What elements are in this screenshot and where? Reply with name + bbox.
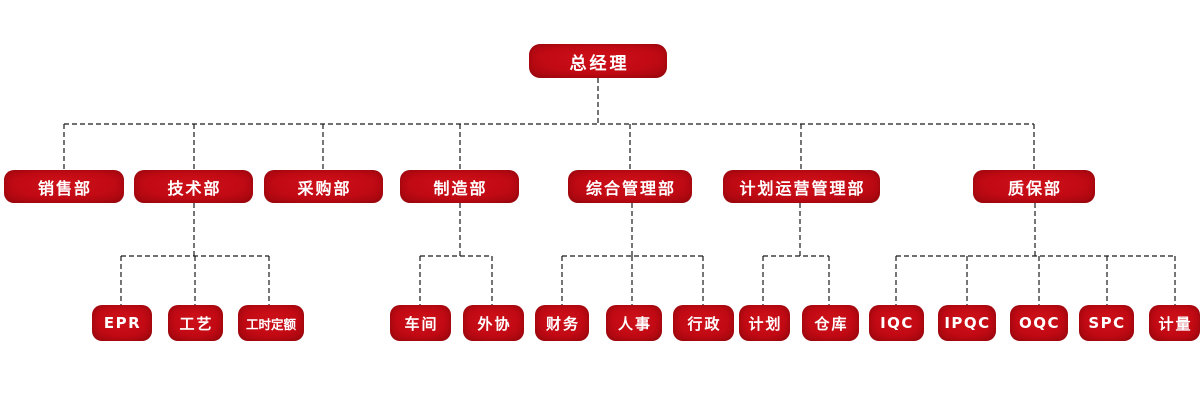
node-dept-tech: 技术部 — [134, 170, 253, 203]
node-dept-manufacturing: 制造部 — [400, 170, 519, 203]
node-sub-iqc: IQC — [869, 305, 924, 341]
node-sub-process: 工艺 — [168, 305, 223, 341]
node-sub-administration: 行政 — [673, 305, 734, 341]
node-sub-finance: 财务 — [535, 305, 589, 341]
node-sub-hr: 人事 — [606, 305, 662, 341]
node-sub-metrology: 计量 — [1149, 305, 1200, 341]
node-general-manager: 总经理 — [529, 44, 667, 78]
node-dept-admin: 综合管理部 — [568, 170, 692, 203]
node-sub-oqc: OQC — [1010, 305, 1068, 341]
node-dept-sales: 销售部 — [4, 170, 124, 203]
node-dept-qa: 质保部 — [973, 170, 1095, 203]
node-sub-spc: SPC — [1079, 305, 1134, 341]
node-sub-labor-quota: 工时定额 — [238, 305, 304, 341]
node-sub-warehouse: 仓库 — [802, 305, 859, 341]
node-dept-planning-ops: 计划运营管理部 — [723, 170, 880, 203]
node-sub-workshop: 车间 — [390, 305, 451, 341]
node-sub-outsourcing: 外协 — [463, 305, 524, 341]
node-dept-purchasing: 采购部 — [264, 170, 383, 203]
node-sub-epr: EPR — [92, 305, 152, 341]
node-sub-ipqc: IPQC — [938, 305, 996, 341]
node-sub-planning: 计划 — [739, 305, 790, 341]
